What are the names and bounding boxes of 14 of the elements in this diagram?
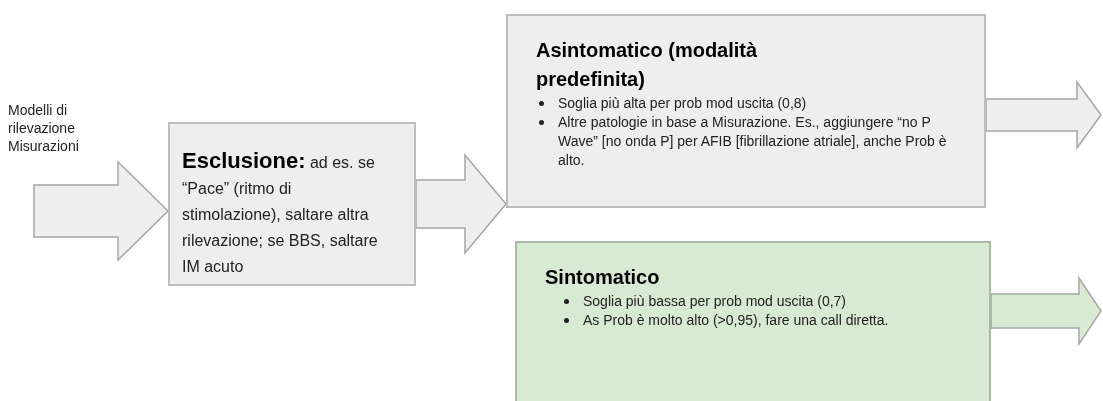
process-box [168,122,416,286]
process-box [515,241,991,401]
block-arrow [415,152,507,256]
box-heading: Asintomatico (modalità predefinita) [535,38,759,92]
block-arrow [33,160,170,262]
block-arrow [985,79,1102,151]
bullet-text: As Prob è molto alto (>0,95), fare una call diretta. [583,311,889,330]
box-heading: Sintomatico [544,265,661,290]
bullet-text: Altre patologie in base a Misurazione. Es., aggiungere “no P Wave” [no onda P] per AFIB [fibrillazione atriale], anche Prob è alto. [558,113,948,170]
bullet-text: Soglia più bassa per prob mod uscita (0,7) [583,292,847,311]
box-text: Esclusione: ad es. se “Pace” (ritmo di stimolazione), saltare altra rilevazione; se BBS, saltare IM acuto [182,147,379,277]
bullet-text: Soglia più alta per prob mod uscita (0,8) [558,94,807,113]
process-box [506,14,986,208]
block-arrow [990,275,1102,347]
